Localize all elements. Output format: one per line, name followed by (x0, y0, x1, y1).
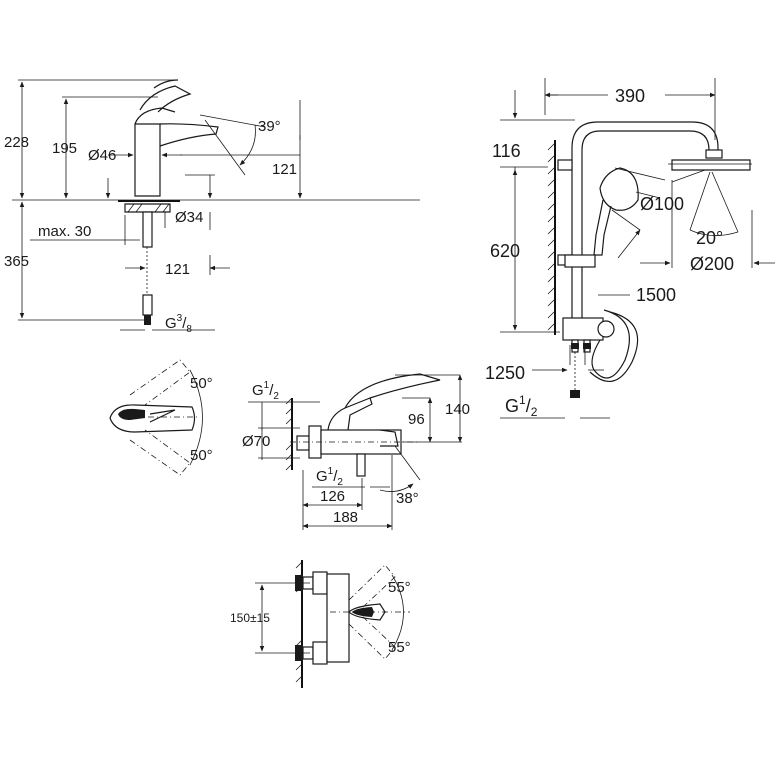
thread-g-3-8: G3/8 (165, 313, 192, 335)
dim-126: 126 (320, 488, 345, 505)
dim-diameter-34: Ø34 (175, 209, 203, 226)
angle-38: 38° (396, 490, 419, 507)
shower-system: 390 116 620 (485, 78, 775, 419)
dim-195: 195 (52, 140, 77, 157)
dim-365: 365 (4, 253, 29, 270)
dim-188: 188 (333, 509, 358, 526)
dim-116: 116 (492, 141, 521, 161)
angle-55-bottom: 55° (388, 639, 411, 656)
dim-diameter-70: Ø70 (242, 433, 270, 450)
basin-mixer-top-view: 50° 50° (109, 359, 213, 476)
dim-228: 228 (4, 134, 29, 151)
basin-mixer-side-view: 228 195 365 Ø46 39° 121 (4, 79, 420, 335)
angle-50-top: 50° (190, 375, 213, 392)
thread-g-1-2-top: G1/2 (252, 380, 279, 402)
thread-g-1-2-bottom: G1/2 (316, 466, 343, 488)
dim-max30: max. 30 (38, 223, 91, 240)
dim-140: 140 (445, 401, 470, 418)
dim-angle-39: 39° (258, 118, 281, 135)
dim-diameter-46: Ø46 (88, 147, 116, 164)
thread-g-1-2: G1/2 (505, 393, 538, 419)
dim-diameter-100: Ø100 (640, 194, 684, 214)
angle-50-bottom: 50° (190, 447, 213, 464)
dim-diameter-200: Ø200 (690, 254, 734, 274)
dim-390: 390 (615, 86, 645, 106)
dim-121-length: 121 (165, 261, 190, 278)
dim-121-height: 121 (272, 161, 297, 178)
dim-150-15: 150±15 (230, 611, 270, 625)
dim-1500: 1500 (636, 285, 676, 305)
bath-mixer: G1/2 Ø70 96 140 38° G1/2 (242, 373, 470, 530)
angle-20: 20° (696, 228, 723, 248)
dim-1250: 1250 (485, 363, 525, 383)
dim-96: 96 (408, 411, 425, 428)
angle-55-top: 55° (388, 579, 411, 596)
dim-620: 620 (490, 241, 520, 261)
shower-mixer: 55° 55° 150±15 (230, 560, 411, 688)
